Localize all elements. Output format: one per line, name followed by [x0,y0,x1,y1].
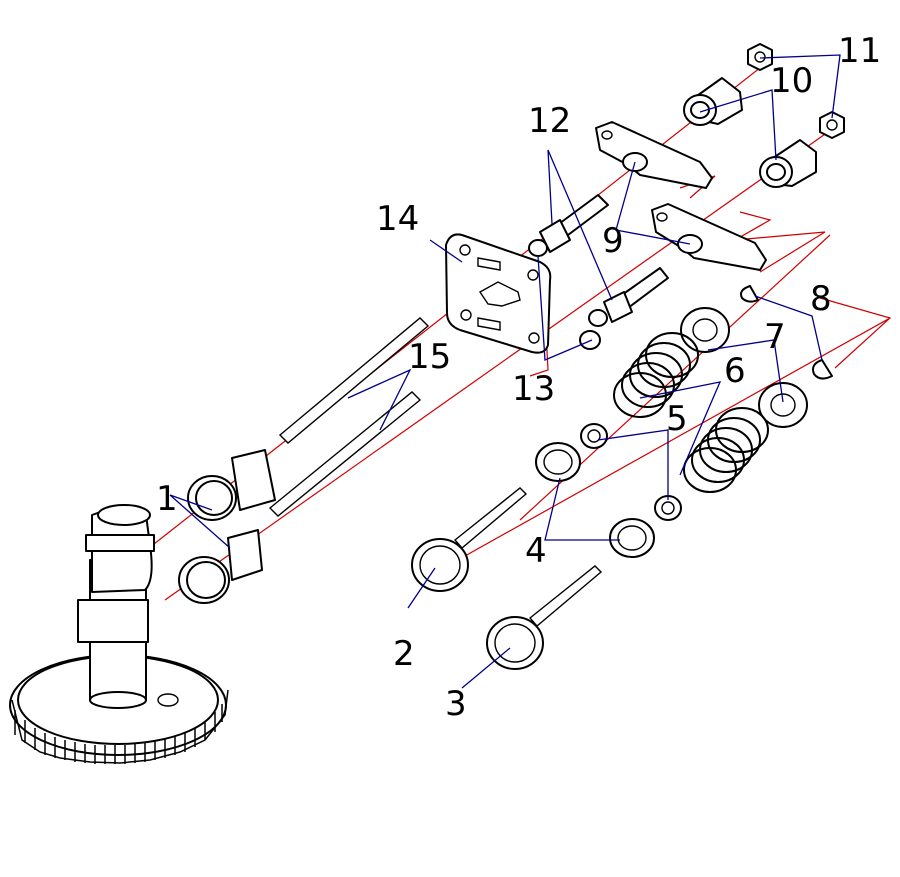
camshaft-gear [9,504,229,764]
retainer-lower [758,382,808,428]
stud-upper [528,194,609,257]
callout-15: 15 [408,337,451,377]
keeper-lower [812,359,833,380]
callout-3: 3 [445,684,467,724]
callout-4: 4 [525,531,547,571]
retainer-upper [680,307,730,353]
spring-seat-lower [609,518,655,558]
callout-13: 13 [512,369,555,409]
callout-7: 7 [764,317,786,357]
rocker-pivot-upper [683,77,743,126]
callout-6: 6 [724,351,746,391]
stud-lower [588,267,669,327]
callout-14: 14 [376,199,419,239]
spring-seat-upper [535,442,581,482]
spring-lower [683,407,769,493]
callout-8: 8 [810,279,832,319]
nut-lower [819,111,845,139]
stem-seal-lower [654,495,682,521]
leader-lines [169,54,841,689]
rocker-pivot-lower [759,139,817,188]
rocker-arm-upper [595,121,713,189]
callout-2: 2 [393,634,415,674]
callout-5: 5 [666,399,688,439]
stem-seal-upper [580,423,608,449]
callout-12: 12 [528,101,571,141]
callout-9: 9 [602,221,624,261]
tappet-lower [178,529,263,604]
spring-upper [613,332,699,418]
callout-10: 10 [770,61,813,101]
nut-upper [747,43,773,71]
callout-11: 11 [838,31,881,71]
guide-plate [445,233,552,354]
washer-13-lower [579,330,601,350]
intake-valve [411,487,528,592]
tappet-upper [187,449,276,521]
keeper-upper [740,285,759,303]
callout-1: 1 [156,479,178,519]
callout-labels: 1 2 3 4 5 6 7 8 9 10 11 12 13 14 15 [156,31,881,724]
exhaust-valve [486,565,603,670]
push-rods [268,317,430,517]
